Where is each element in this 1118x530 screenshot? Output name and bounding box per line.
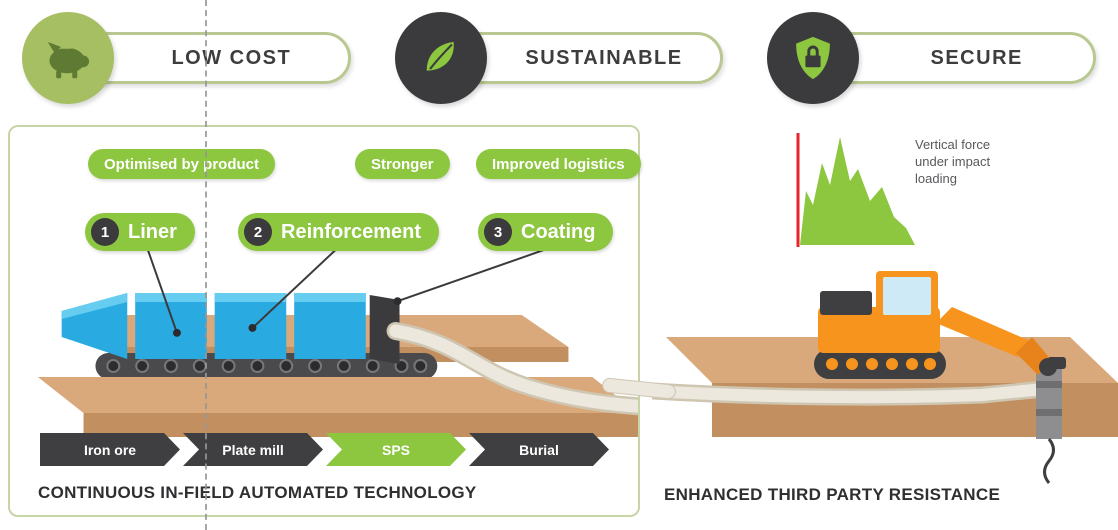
callout-coating: 3 Coating [478,213,614,251]
callout-number: 3 [484,218,512,246]
callout-label: Coating [521,220,596,243]
badge-label: LOW COST [171,46,292,69]
process-step-plate-mill: Plate mill [183,433,323,466]
tag-optimised-by-product: Optimised by product [88,149,276,179]
left-panel: Optimised by product Stronger Improved l… [8,125,641,517]
badge-pill: SUSTAINABLE [450,32,724,84]
callout-connector-lines [146,247,545,337]
benefit-badges: LOW COST SUSTAINABLE [22,12,1097,104]
callout-label: Liner [128,220,177,243]
badge-secure: SECURE [767,12,1097,104]
right-panel-caption: ENHANCED THIRD PARTY RESISTANCE [664,485,1001,504]
excavator-impact-illustration [652,133,1118,484]
pipe-production-illustration [37,293,638,437]
left-panel-caption: CONTINUOUS IN-FIELD AUTOMATED TECHNOLOGY [38,483,477,502]
process-step-burial: Burial [469,433,609,466]
badge-label: SECURE [930,46,1023,69]
badge-pill: SECURE [823,32,1097,84]
shield-lock-icon [767,12,860,104]
tag-improved-logistics: Improved logistics [476,149,641,179]
leaf-icon [394,12,487,104]
chart-annotation: Vertical force under impact loading [915,137,991,186]
process-flow: Iron ore Plate mill SPS Burial [40,433,612,466]
right-panel: Vertical force under impact loading ENHA… [652,125,1118,517]
process-step-sps: SPS [326,433,466,466]
callout-number: 1 [91,218,119,246]
fold-line [205,0,207,530]
badge-low-cost: LOW COST [22,12,351,104]
callout-label: Reinforcement [281,220,422,243]
badge-sustainable: SUSTAINABLE [394,12,724,104]
tag-stronger: Stronger [355,149,450,179]
process-step-iron-ore: Iron ore [40,433,180,466]
badge-pill: LOW COST [78,32,351,84]
badge-label: SUSTAINABLE [525,46,683,69]
callout-number: 2 [244,218,272,246]
callout-reinforcement: 2 Reinforcement [238,213,440,251]
piggy-bank-icon [22,12,114,104]
callout-liner: 1 Liner [85,213,195,251]
